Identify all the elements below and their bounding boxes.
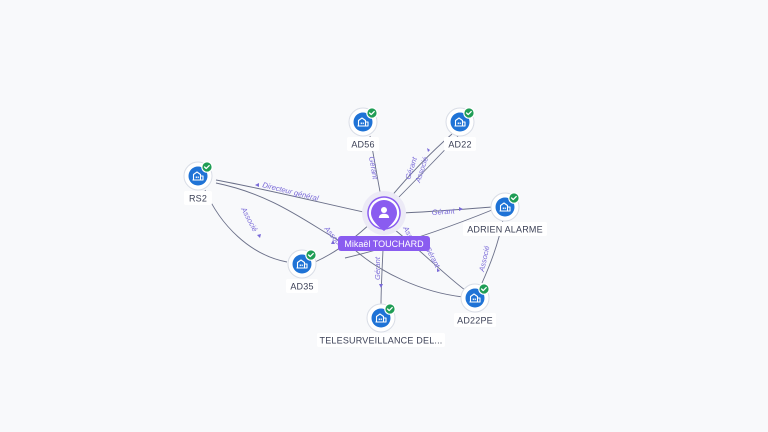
- edge-arrow-adrien: [459, 207, 463, 211]
- edge-label-associe-rs2-ad35: Associé: [239, 205, 260, 233]
- edge-label-associe-adrien-ad22pe: Associé: [477, 245, 491, 274]
- edge-arrow-ad22: [427, 148, 430, 152]
- edge-rs2-center-b: [215, 182, 346, 245]
- person-icon: [378, 207, 390, 218]
- node-label-ad22: AD22: [448, 140, 471, 150]
- edge-center-ad22pe-b: [354, 249, 464, 298]
- edge-rs2-center: [215, 179, 369, 214]
- node-label-adrien-alarme: ADRIEN ALARME: [467, 225, 543, 235]
- node-ad22pe[interactable]: AD22PE: [454, 283, 496, 327]
- node-label-telesurveillance: TELESURVEILLANCE DEL...: [320, 336, 443, 346]
- edge-center-adrien-b: [344, 209, 493, 259]
- node-label-ad56: AD56: [351, 140, 374, 150]
- node-label-ad22pe: AD22PE: [457, 316, 493, 326]
- edge-label-gerant-adrien: Gérant: [432, 206, 456, 217]
- edge-center-adrien: [399, 206, 493, 214]
- edge-arrow-rs2-ad35: [257, 234, 261, 238]
- person-name-label: Mikaël TOUCHARD: [344, 239, 424, 249]
- node-label-ad35: AD35: [290, 282, 313, 292]
- node-rs2[interactable]: RS2: [183, 161, 213, 205]
- node-telesurveillance[interactable]: TELESURVEILLANCE DEL...: [317, 303, 445, 347]
- edge-arrow-ad22pe: [437, 268, 440, 272]
- edge-arrow-rs2: [255, 183, 259, 187]
- edge-arrow-tele: [379, 284, 383, 288]
- edge-label-gerant-ad56: Gérant: [367, 156, 380, 181]
- edge-rs2-ad35: [204, 189, 288, 263]
- node-ad56[interactable]: AD56: [347, 107, 379, 151]
- node-ad35[interactable]: AD35: [286, 249, 318, 293]
- node-ad22[interactable]: AD22: [444, 107, 476, 151]
- edges-layer: Gérant Gérant Associé Directeur général …: [204, 133, 504, 306]
- node-adrien-alarme[interactable]: ADRIEN ALARME: [463, 192, 547, 236]
- edge-center-tele: [380, 249, 384, 306]
- edge-arrow-ad35: [331, 240, 335, 244]
- edge-label-gerant-tele: Gérant: [373, 256, 382, 280]
- node-label-rs2: RS2: [189, 194, 207, 204]
- node-person-center[interactable]: Mikaël TOUCHARD: [338, 191, 430, 251]
